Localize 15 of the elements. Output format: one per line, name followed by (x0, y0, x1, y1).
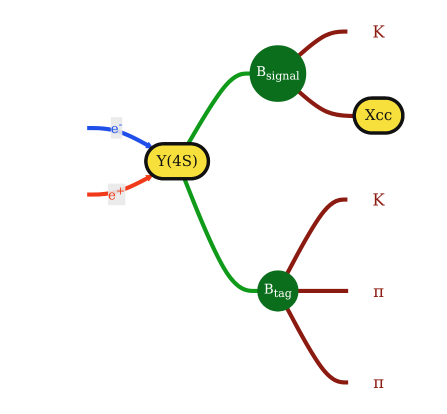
connector (298, 30, 348, 57)
connector (182, 178, 258, 294)
node-text: K (372, 22, 385, 42)
edge-label: e$^{+}$ (108, 185, 126, 203)
node-text: π (373, 280, 384, 301)
edge-label: e$^{-}$ (110, 118, 122, 136)
arrow (87, 126, 154, 148)
connector (298, 90, 355, 118)
node-circle: B$_{tag}$ (257, 270, 299, 312)
connector (286, 308, 348, 384)
node-text: K (372, 190, 385, 210)
connector (298, 288, 348, 294)
connector (286, 197, 348, 274)
node-text: π (373, 372, 384, 392)
node-circle: B$_{signal}$ (250, 45, 306, 102)
